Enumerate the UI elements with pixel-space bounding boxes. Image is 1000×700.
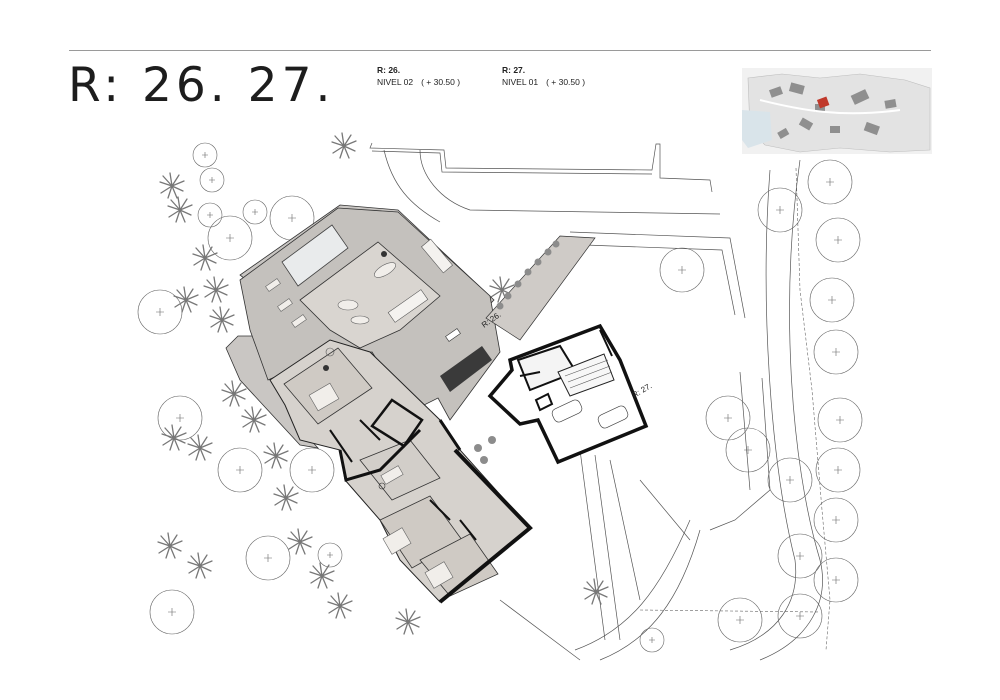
unit-27-level: NIVEL 01 — [502, 77, 539, 87]
unit-26-level: NIVEL 02 — [377, 77, 414, 87]
unit-27-code: R: 27. — [502, 65, 526, 75]
unit-27-info: R: 27. NIVEL 01 ( + 30.50 ) — [502, 64, 585, 88]
walkway — [474, 235, 596, 464]
residence-27 — [487, 323, 649, 465]
highlight-marker — [816, 96, 830, 109]
site-lines — [369, 142, 823, 661]
unit-27-elevation: ( + 30.50 ) — [546, 77, 586, 87]
residence-26 — [225, 204, 533, 604]
page-title: R: 26. 27. — [68, 58, 335, 113]
unit-26-elevation: ( + 30.50 ) — [421, 77, 461, 87]
unit-26-code: R: 26. — [377, 65, 401, 75]
location-key-map — [742, 68, 932, 154]
unit-26-info: R: 26. NIVEL 02 ( + 30.50 ) — [377, 64, 460, 88]
property-boundary — [639, 167, 831, 651]
header-rule — [69, 50, 931, 51]
plan-label-unit-27: R: 27. — [631, 381, 654, 399]
